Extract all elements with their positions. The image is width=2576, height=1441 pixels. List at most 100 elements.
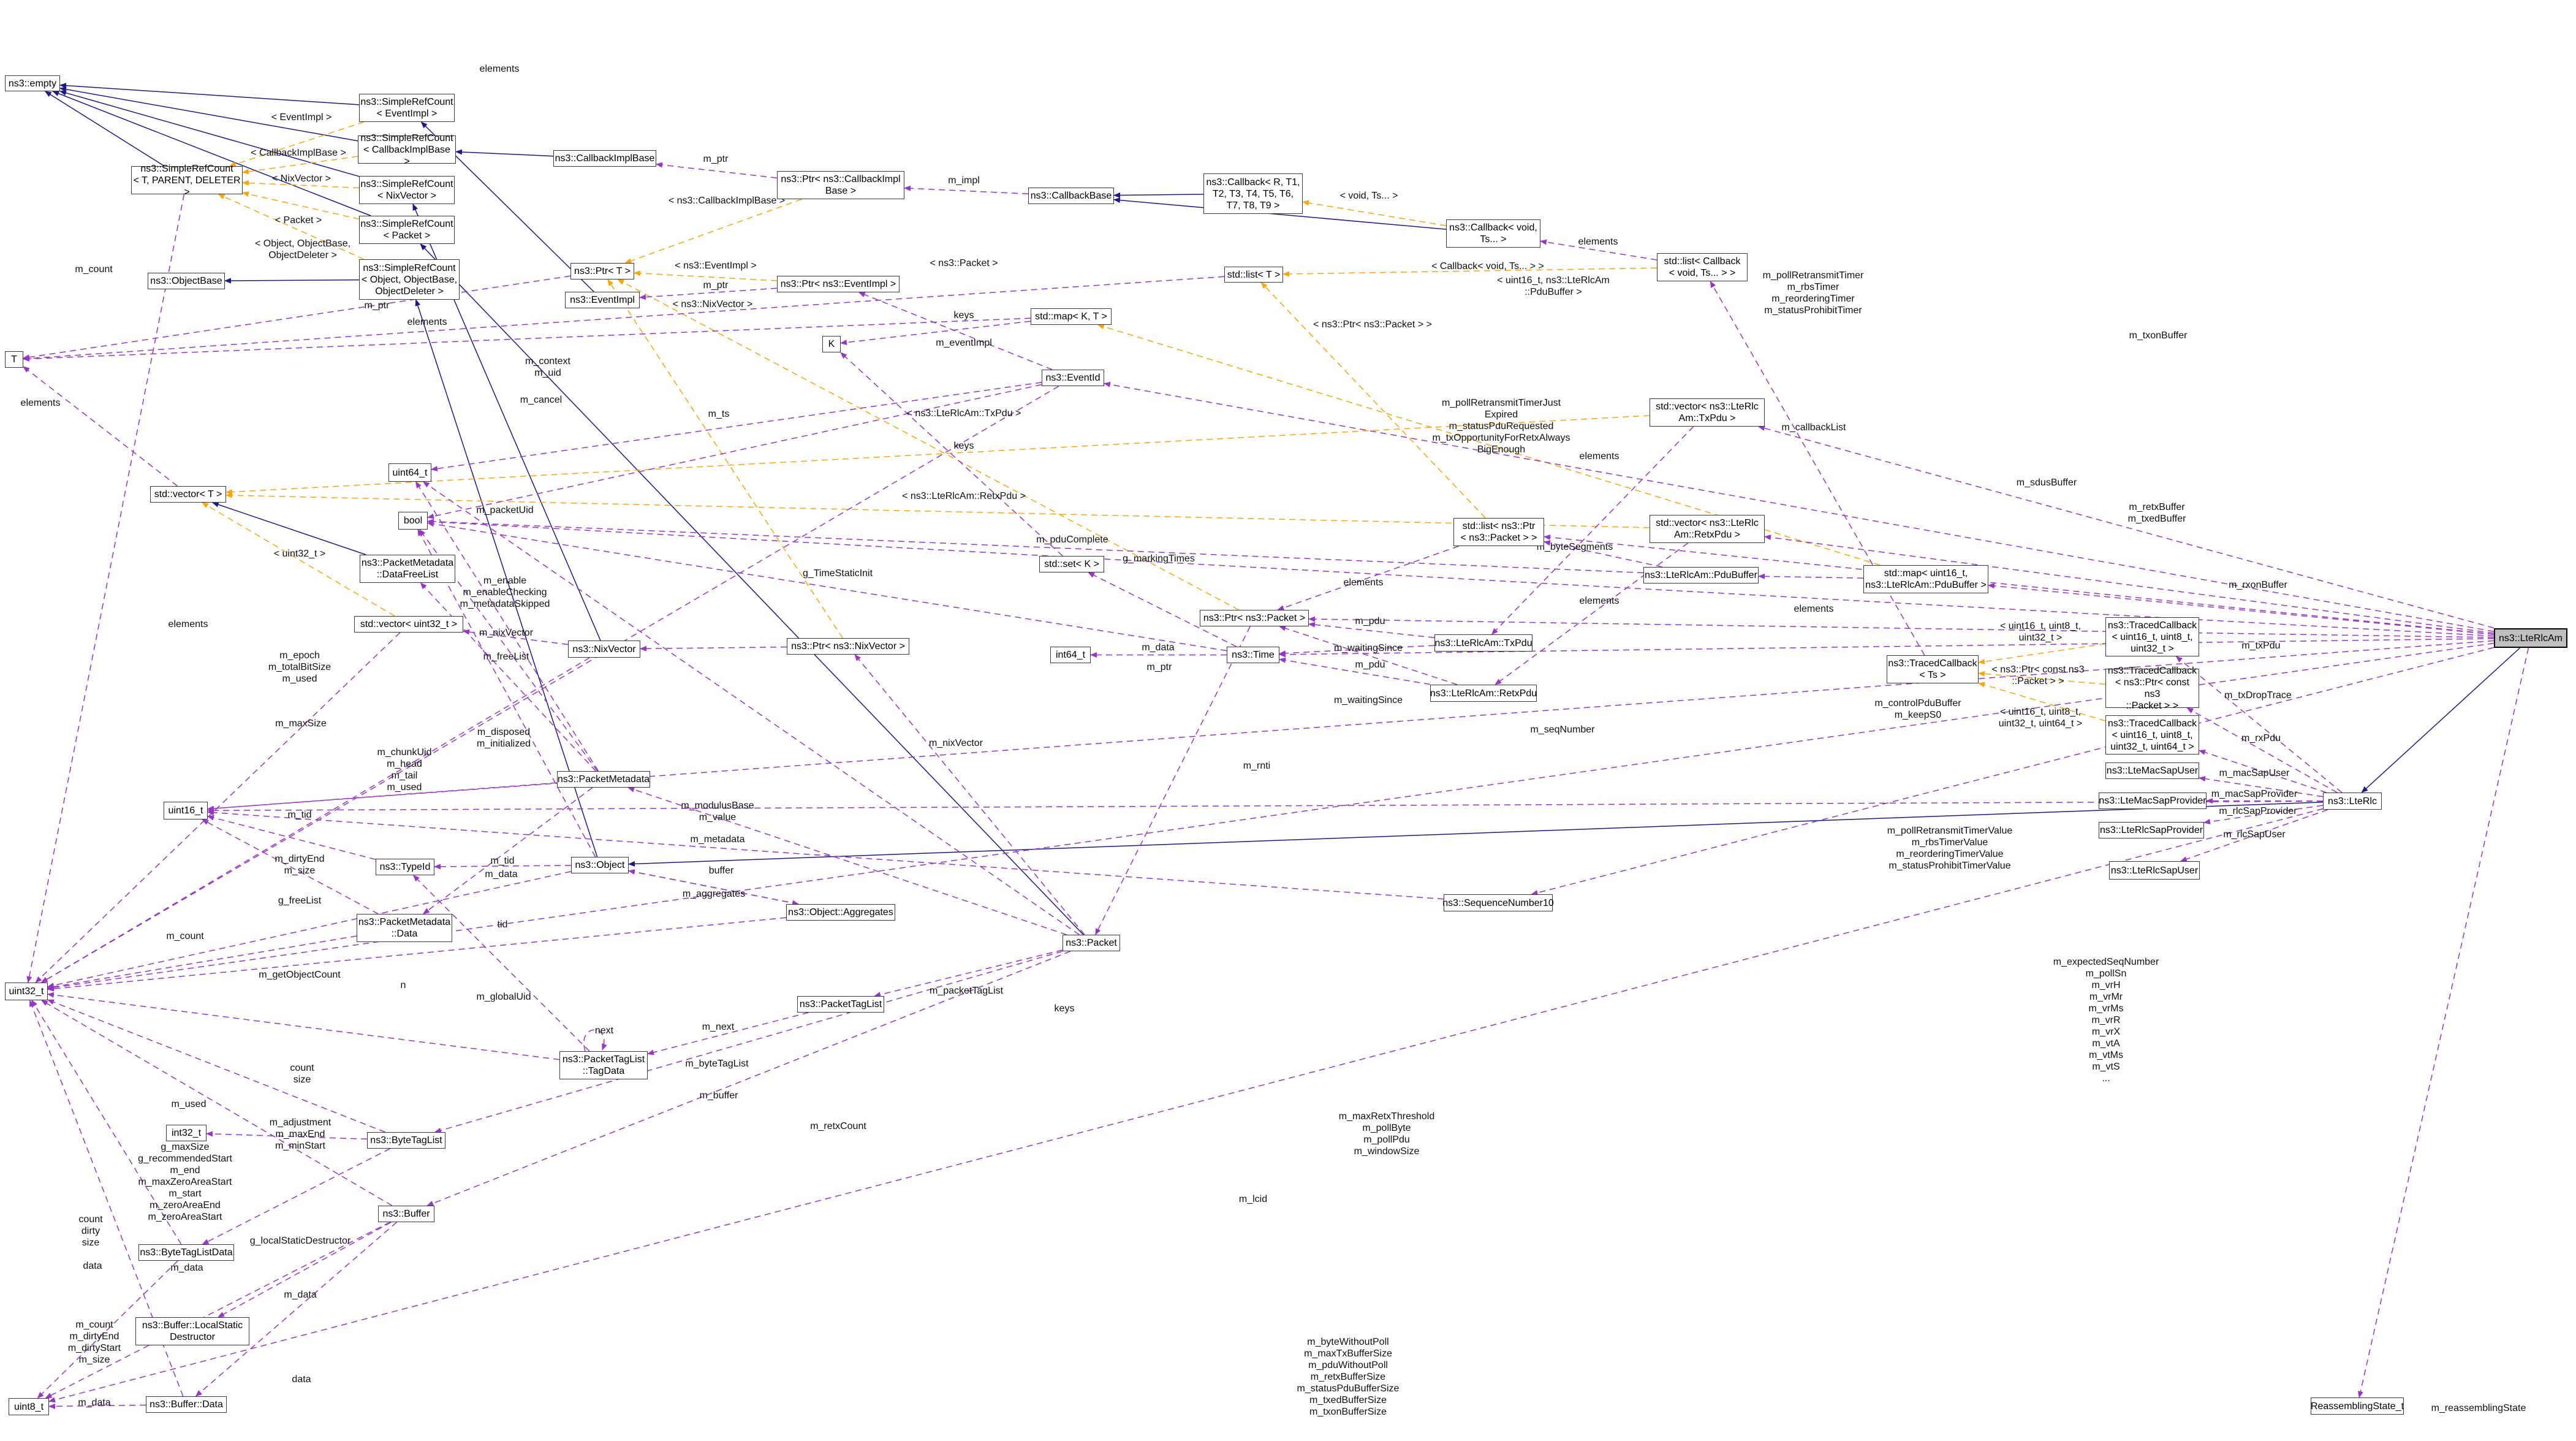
usage-edge [37, 1260, 178, 1399]
class-node-retxPdu[interactable]: ns3::LteRlcAm::RetxPdu [1430, 685, 1537, 702]
class-node-tracedCallbackTs[interactable]: ns3::TracedCallback < Ts > [1887, 655, 1979, 683]
class-node-srcEventImpl[interactable]: ns3::SimpleRefCount < EventImpl > [359, 94, 455, 122]
edge-label: m_rxPdu [2241, 733, 2281, 743]
usage-edge [2180, 809, 2328, 862]
edge-label: m_callbackList [1781, 422, 1846, 433]
usage-edge [431, 382, 1042, 472]
edge-label: g_maxSize g_recommendedStart m_end m_max… [138, 1142, 232, 1222]
class-node-tracedCbU16U8U32[interactable]: ns3::TracedCallback < uint16_t, uint8_t,… [2105, 617, 2199, 656]
class-node-aggregates[interactable]: ns3::Object::Aggregates [786, 904, 895, 921]
class-node-callbackVoid[interactable]: ns3::Callback< void, Ts... > [1446, 219, 1540, 248]
class-node-pmData[interactable]: ns3::PacketMetadata ::Data [357, 914, 452, 942]
class-node-packetTagList[interactable]: ns3::PacketTagList [797, 996, 884, 1013]
usage-edge [1988, 583, 2495, 635]
usage-edge [640, 645, 787, 652]
edge-label: m_metadata [690, 834, 745, 845]
edge-label: m_pollRetransmitTimerJust Expired m_stat… [1432, 398, 1570, 455]
template-edge [617, 279, 1239, 610]
edge-label: elements [407, 317, 447, 327]
class-node-time[interactable]: ns3::Time [1227, 647, 1279, 663]
usage-edge [35, 632, 401, 983]
class-node-reassembling: ReassemblingState_t [2311, 1397, 2404, 1415]
class-node-tracedCbU16U8U32U64[interactable]: ns3::TracedCallback < uint16_t, uint8_t,… [2105, 715, 2199, 755]
edge-label: m_pduComplete [1036, 534, 1108, 545]
class-node-typeId[interactable]: ns3::TypeId [376, 859, 434, 875]
class-node-callbackBase[interactable]: ns3::CallbackBase [1028, 188, 1114, 204]
class-node-uint32: uint32_t [5, 983, 48, 1000]
class-node-lteRlcSapUser[interactable]: ns3::LteRlcSapUser [2109, 861, 2200, 880]
usage-edge [23, 317, 1031, 362]
class-node-tracedCbPtrPacket[interactable]: ns3::TracedCallback < ns3::Ptr< const ns… [2105, 666, 2199, 711]
template-edge [1978, 682, 2106, 721]
edge-label: < ns3::EventImpl > [675, 260, 757, 271]
class-node-bufferData[interactable]: ns3::Buffer::Data [146, 1396, 227, 1413]
usage-edge [1758, 425, 2495, 629]
class-node-callbackImplBase[interactable]: ns3::CallbackImplBase [553, 150, 656, 167]
class-node-byteTagList[interactable]: ns3::ByteTagList [367, 1132, 445, 1149]
edge-label: m_epoch m_totalBitSize m_used [268, 650, 331, 684]
class-node-lteMacSapProvider[interactable]: ns3::LteMacSapProvider [2099, 793, 2207, 809]
class-node-lteRlc[interactable]: ns3::LteRlc [2323, 793, 2382, 810]
template-edge [607, 279, 843, 639]
usage-edge [40, 657, 590, 983]
usage-edge [583, 1029, 607, 1052]
class-node-pduBuffer[interactable]: ns3::LteRlcAm::PduBuffer [1643, 567, 1759, 584]
usage-edge [427, 519, 2495, 637]
edge-label: m_macSapUser [2219, 768, 2290, 778]
usage-edge [858, 292, 1053, 370]
target-class-node-lteRlcAm[interactable]: ns3::LteRlcAm [2494, 628, 2567, 648]
usage-edge [1088, 572, 1237, 647]
class-node-srcCallbackImplBase[interactable]: ns3::SimpleRefCount < CallbackImplBase > [358, 133, 456, 167]
usage-edge [1104, 381, 2495, 633]
class-node-eventId[interactable]: ns3::EventId [1042, 370, 1104, 386]
usage-edge [420, 582, 596, 772]
class-node-lteMacSapUser[interactable]: ns3::LteMacSapUser [2105, 762, 2199, 779]
usage-edge [1544, 534, 2495, 635]
class-node-empty[interactable]: ns3::empty [5, 75, 60, 91]
class-node-lteRlcSapProvider[interactable]: ns3::LteRlcSapProvider [2099, 822, 2204, 838]
edge-label: m_txonBuffer [2129, 330, 2188, 341]
class-node-buffer[interactable]: ns3::Buffer [378, 1206, 434, 1222]
edge-label: m_tid [490, 856, 515, 866]
class-node-byteTagListData[interactable]: ns3::ByteTagListData [138, 1244, 234, 1261]
class-node-stdSetK: std::set< K > [1039, 556, 1104, 572]
template-edge [229, 121, 365, 167]
edge-label: m_txPdu [2241, 641, 2281, 651]
class-node-objectBase[interactable]: ns3::ObjectBase [148, 273, 225, 289]
edge-label: m_count [75, 264, 113, 275]
usage-edge [23, 275, 571, 360]
class-node-nixVector[interactable]: ns3::NixVector [568, 641, 640, 658]
class-node-ptrPacket[interactable]: ns3::Ptr< ns3::Packet > [1200, 610, 1309, 626]
class-node-srcNixVector[interactable]: ns3::SimpleRefCount < NixVector > [359, 176, 455, 204]
usage-edge [47, 917, 787, 992]
class-node-eventImpl[interactable]: ns3::EventImpl [565, 292, 640, 308]
class-node-dataFreeList[interactable]: ns3::PacketMetadata ::DataFreeList [360, 555, 455, 583]
inheritance-edge [224, 278, 360, 284]
usage-edge [2199, 776, 2324, 797]
class-node-localStatic[interactable]: ns3::Buffer::LocalStatic Destructor [135, 1317, 249, 1345]
class-node-txPdu[interactable]: ns3::LteRlcAm::TxPdu [1434, 634, 1532, 652]
class-node-seqNum10[interactable]: ns3::SequenceNumber10 [1442, 894, 1554, 911]
class-node-srcPacket[interactable]: ns3::SimpleRefCount < Packet > [359, 216, 455, 244]
edge-label: m_buffer [699, 1090, 738, 1101]
class-node-ptrNixVector[interactable]: ns3::Ptr< ns3::NixVector > [787, 638, 909, 655]
class-node-stdMapKT: std::map< K, T > [1031, 308, 1112, 325]
usage-edge [1710, 281, 1925, 656]
class-node-tagData[interactable]: ns3::PacketTagList ::TagData [559, 1051, 648, 1079]
edge-label: elements [479, 64, 520, 74]
class-node-ptrCallbackImplBase[interactable]: ns3::Ptr< ns3::CallbackImpl Base > [777, 171, 904, 199]
class-node-srcT[interactable]: ns3::SimpleRefCount < T, PARENT, DELETER… [131, 164, 243, 197]
usage-edge [1494, 542, 1689, 685]
class-node-int32: int32_t [166, 1125, 206, 1141]
class-node-ptrT[interactable]: ns3::Ptr< T > [570, 263, 634, 279]
edge-label: m_rlcSapProvider [2219, 806, 2297, 816]
class-node-packet[interactable]: ns3::Packet [1063, 935, 1120, 951]
edge-label: g_TimeStaticInit [802, 568, 873, 579]
class-node-metadata[interactable]: ns3::PacketMetadata [557, 771, 650, 788]
class-node-ptrEventImpl[interactable]: ns3::Ptr< ns3::EventImpl > [777, 276, 900, 292]
edge-label: m_seqNumber [1530, 724, 1595, 735]
class-node-object[interactable]: ns3::Object [571, 857, 629, 873]
class-node-srcObject[interactable]: ns3::SimpleRefCount < Object, ObjectBase… [359, 259, 460, 300]
class-node-callbackR[interactable]: ns3::Callback< R, T1, T2, T3, T4, T5, T6… [1203, 173, 1303, 214]
